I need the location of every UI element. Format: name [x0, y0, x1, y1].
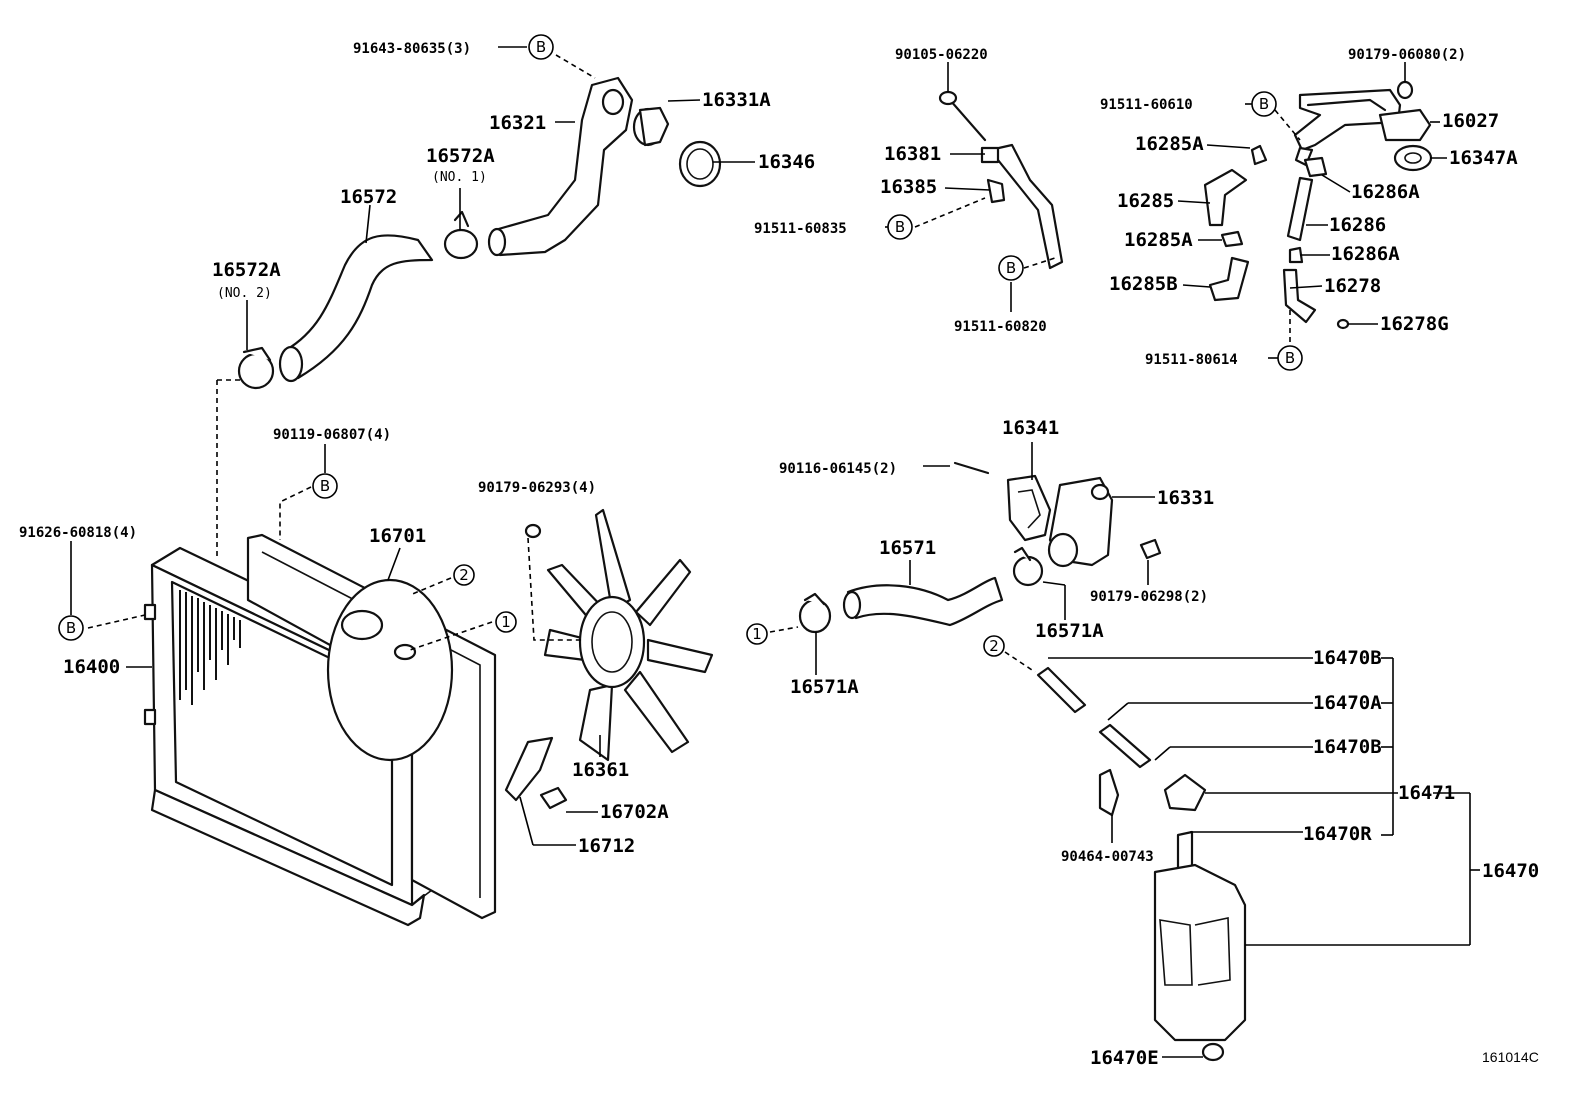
part-label: 16347A	[1449, 147, 1518, 169]
svg-text:B: B	[1006, 259, 1016, 277]
part-label: 90179-06080(2)	[1348, 47, 1466, 63]
part-label: 16278G	[1380, 313, 1449, 335]
part-label: 16381	[884, 143, 941, 165]
part-label: 16471	[1398, 782, 1455, 804]
part-label: 16346	[758, 151, 815, 173]
part-label: 16321	[489, 112, 546, 134]
ref-mark-2: 2	[453, 564, 475, 586]
part-label: 16702A	[600, 801, 669, 823]
upper-hose-drawing	[237, 210, 479, 390]
water-pipe-cluster-drawing	[1203, 80, 1433, 330]
part-label: 90119-06807(4)	[273, 427, 391, 443]
part-label: 90105-06220	[895, 47, 988, 63]
part-label: 91511-60610	[1100, 97, 1193, 113]
part-label: 16285	[1117, 190, 1174, 212]
ref-mark-b: B	[528, 34, 554, 60]
part-label: 16285A	[1135, 133, 1204, 155]
part-label: 91511-60820	[954, 319, 1047, 335]
part-labels: 91643-80635(3) 16321 16331A 16346 16572A…	[19, 41, 1539, 1069]
reservoir-drawing	[1036, 666, 1247, 1062]
part-label: 16361	[572, 759, 629, 781]
ref-mark-b: B	[887, 214, 913, 240]
ref-mark-b: B	[1251, 91, 1277, 117]
part-label: 16470	[1482, 860, 1539, 882]
part-label: 90116-06145(2)	[779, 461, 897, 477]
part-label: 90464-00743	[1061, 849, 1154, 865]
part-label: 16572A	[426, 145, 495, 167]
svg-text:B: B	[1285, 349, 1295, 367]
svg-text:1: 1	[752, 625, 762, 643]
diagram-code: 161014C	[1482, 1049, 1539, 1065]
part-note: (NO. 2)	[217, 286, 272, 301]
water-outlet-drawing	[953, 461, 1162, 568]
part-label: 16286A	[1331, 243, 1400, 265]
part-label: 16400	[63, 656, 120, 678]
svg-text:1: 1	[501, 613, 511, 631]
part-label: 90179-06298(2)	[1090, 589, 1208, 605]
svg-text:B: B	[895, 218, 905, 236]
part-label: 91643-80635(3)	[353, 41, 471, 57]
cooling-fan-drawing	[524, 508, 714, 762]
ref-mark-b: B	[58, 615, 84, 641]
ref-mark-b: B	[998, 255, 1024, 281]
svg-text:B: B	[1259, 95, 1269, 113]
part-label: 16278	[1324, 275, 1381, 297]
part-label: 16470R	[1303, 823, 1372, 845]
part-label: 16331A	[702, 89, 771, 111]
part-label: 16470B	[1313, 736, 1382, 758]
part-label: 16571	[879, 537, 936, 559]
part-label: 91626-60818(4)	[19, 525, 137, 541]
svg-text:2: 2	[459, 566, 469, 584]
lower-hose-drawing	[798, 546, 1044, 634]
svg-text:2: 2	[989, 637, 999, 655]
part-label: 91511-60835	[754, 221, 847, 237]
part-label: 16572A	[212, 259, 281, 281]
reference-marks: B B B B B B B 2 1 1 2	[58, 34, 1303, 657]
svg-text:B: B	[536, 38, 546, 56]
part-label: 16571A	[790, 676, 859, 698]
part-label: 90179-06293(4)	[478, 480, 596, 496]
part-label: 16285A	[1124, 229, 1193, 251]
part-label: 16286	[1329, 214, 1386, 236]
ref-mark-1: 1	[495, 611, 517, 633]
radiator-fins	[179, 590, 241, 705]
part-label: 16701	[369, 525, 426, 547]
part-label: 16385	[880, 176, 937, 198]
leader-lines	[70, 46, 1480, 1058]
svg-text:B: B	[66, 619, 76, 637]
part-label: 16571A	[1035, 620, 1104, 642]
bracket-drawing	[938, 90, 1064, 270]
ref-mark-2: 2	[983, 635, 1005, 657]
svg-text:B: B	[320, 477, 330, 495]
part-label: 16712	[578, 835, 635, 857]
part-label: 16331	[1157, 487, 1214, 509]
part-label: 16470A	[1313, 692, 1382, 714]
part-note: (NO. 1)	[432, 170, 487, 185]
part-label: 16572	[340, 186, 397, 208]
dashed-reference-lines	[87, 54, 1301, 673]
part-label: 16285B	[1109, 273, 1178, 295]
fan-shroud-drawing	[246, 533, 568, 920]
part-label: 16027	[1442, 110, 1499, 132]
part-label: 91511-80614	[1145, 352, 1238, 368]
water-inlet-drawing	[487, 76, 722, 257]
part-label: 16470E	[1090, 1047, 1159, 1069]
part-label: 16341	[1002, 417, 1059, 439]
part-label: 16286A	[1351, 181, 1420, 203]
part-label: 16470B	[1313, 647, 1382, 669]
ref-mark-b: B	[312, 473, 338, 499]
ref-mark-b: B	[1277, 345, 1303, 371]
ref-mark-1: 1	[746, 623, 768, 645]
